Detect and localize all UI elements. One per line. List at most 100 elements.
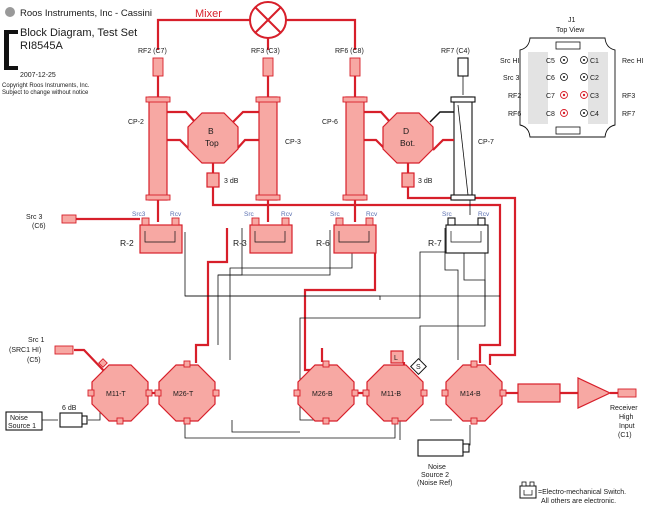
bridge-b-top: B Top [187,112,239,164]
attenuator-3db-1: 3 dB [206,172,239,188]
src3-connector [61,214,77,224]
j1-label-rf2: RF2 [508,93,521,100]
noise-source-1: Noise Source 1 6 dB [5,405,88,431]
noise2-label: Noise [428,464,446,471]
cp3-label: CP-3 [285,139,301,146]
relay-r7: Src Rcv R-7 [428,211,490,254]
noise2-ref: (Noise Ref) [417,480,452,487]
em-switch-icon [519,485,537,499]
cp2-label: CP-2 [128,119,144,126]
relay-r3-label: R-3 [233,238,247,248]
receiver-label: Receiver [610,405,638,412]
mixer-label: Mixer [195,8,222,20]
rf2-connector [152,57,164,77]
mixer: Mixer [195,1,287,39]
rf6-label: RF6 (C8) [335,48,364,55]
j1-right-column: C1 C2 C3 C4 Rec HI RF3 RF7 [580,56,643,118]
j1-connector: J1 Top View Src HI Src 3 RF2 RF6 C5 C6 C… [500,17,643,138]
switch-m11b: M11-B L S [362,350,428,425]
receiver-label-2: High [619,414,634,421]
switch-m14b-label: M14-B [460,391,481,398]
j1-label-rf3: RF3 [622,93,635,100]
company-name: Roos Instruments, Inc - Cassini [20,8,152,19]
relay-port-label: Rcv [170,211,182,218]
attenuator-6db [59,412,83,428]
noise-source-2: Noise Source 2 (Noise Ref) [417,439,470,487]
j1-pin-c5: C5 [546,58,555,65]
attenuator-label: 3 dB [418,178,433,185]
relay-port-label: Rcv [478,211,490,218]
j1-title: J1 [568,17,576,24]
coupler-cp3: CP-3 [255,96,301,201]
j1-pin-c4: C4 [590,111,599,118]
src3-port: Src 3 (C6) [26,214,77,230]
s-badge-label: S [416,364,421,371]
j1-label-rf6: RF6 [508,111,521,118]
attenuator-6db-label: 6 dB [62,405,77,412]
coupler-cp2: CP-2 [128,96,171,201]
src1-port: Src 1 (SRC1 HI) (C5) [9,337,74,364]
attenuator-label: 3 dB [224,178,239,185]
j1-pin-c8: C8 [546,111,555,118]
rf7-label: RF7 (C4) [441,48,470,55]
switch-m14b: M14-B [441,360,507,425]
rf2-label: RF2 (C7) [138,48,167,55]
copyright-line-2: Subject to change without notice [2,90,89,96]
l-badge-label: L [394,355,398,362]
bridge-d-bot: D Bot. [382,112,434,164]
j1-pin-c3: C3 [590,93,599,100]
relay-port-label: Src3 [132,211,146,218]
receiver-label-3: Input [619,423,635,430]
j1-subtitle: Top View [556,27,585,34]
src1-label: Src 1 [28,337,44,344]
switch-m11b-label: M11-B [381,391,401,398]
legend-line-2: All others are electronic. [541,498,616,505]
legend: =Electro-mechanical Switch. All others a… [519,481,626,505]
j1-label-src3: Src 3 [503,75,519,82]
legend-line-1: =Electro-mechanical Switch. [538,489,626,496]
model-number: RI8545A [20,40,63,52]
logo-dot-icon [5,7,15,17]
coupler-cp7: CP-7 [450,96,494,201]
switch-m26b: M26-B [293,360,359,425]
src1-pin: (C5) [27,357,41,364]
s-badge [410,358,427,375]
switch-m26t-label: M26-T [173,391,194,398]
src3-pin: (C6) [32,223,46,230]
j1-pin-c6: C6 [546,75,555,82]
switch-m26t: M26-T [154,360,220,425]
filter-block [517,383,561,403]
relay-port-label: Src [442,211,453,218]
noise1-label: Noise [10,415,28,422]
copyright-line-1: Copyright Roos Instruments, Inc. [2,83,90,89]
switch-m11t: M11-T [87,358,153,425]
header: Roos Instruments, Inc - Cassini Block Di… [2,7,152,96]
relay-r2-label: R-2 [120,238,134,248]
bridge-d-name: Bot. [400,138,415,148]
relay-r6-label: R-6 [316,238,330,248]
coupler-cp6: CP-6 [322,96,368,201]
date-label: 2007-12-25 [20,72,56,79]
src1-sublabel: (SRC1 HI) [9,347,41,354]
bridge-b-letter: B [208,126,214,136]
amplifier-icon [577,377,612,409]
rf6-connector [349,57,361,77]
src1-connector [54,345,74,355]
j1-left-column: Src HI Src 3 RF2 RF6 C5 C6 C7 C8 [500,56,568,118]
cp7-label: CP-7 [478,139,494,146]
ri-logo-icon [4,30,18,70]
receiver-connector [617,388,637,398]
receiver-pin: (C1) [618,432,632,439]
switch-m11t-label: M11-T [106,391,126,398]
rf3-label: RF3 (C3) [251,48,280,55]
relay-port-label: Src [244,211,255,218]
rf7-connector [457,57,469,77]
j1-pin-c2: C2 [590,75,599,82]
relay-port-label: Rcv [366,211,378,218]
relay-port-label: Src [330,211,341,218]
bridge-d-letter: D [403,126,409,136]
receiver-chain: Receiver High Input (C1) [517,377,638,439]
page-title: Block Diagram, Test Set [20,27,137,39]
cp6-label: CP-6 [322,119,338,126]
